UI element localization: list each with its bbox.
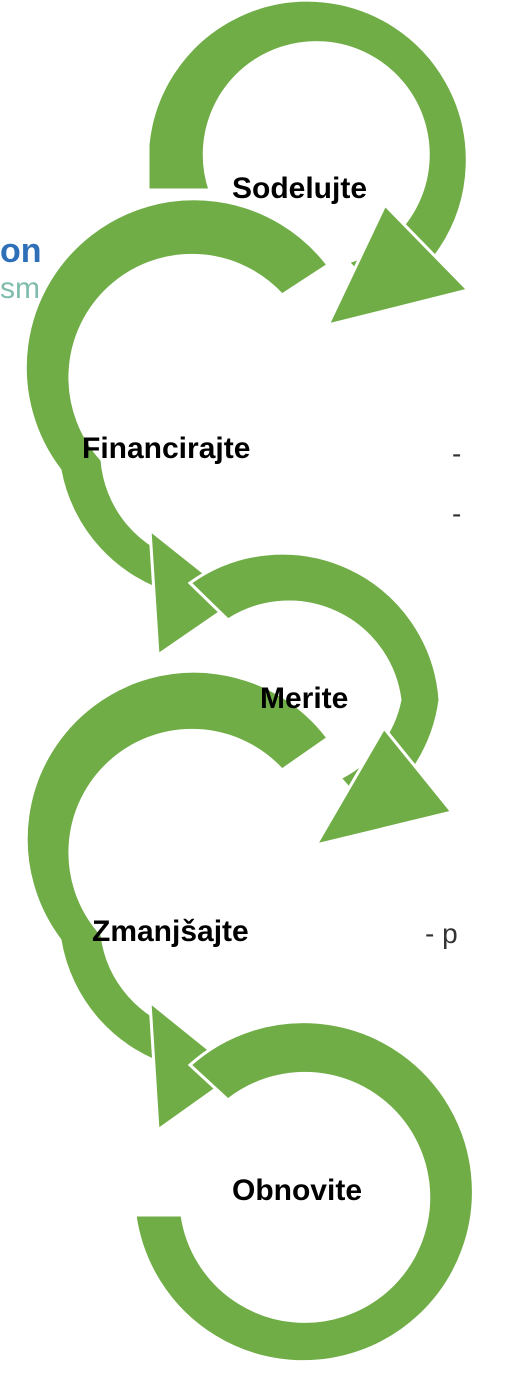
step-label-zmanjsajte: Zmanjšajte [92, 915, 249, 948]
step-label-obnovite: Obnovite [232, 1174, 363, 1207]
bullet-dash-3: - p [425, 918, 458, 949]
step-label-merite: Merite [260, 682, 349, 715]
bullet-dash-2: - [452, 498, 462, 529]
logo-fragment-title: on [0, 232, 42, 270]
cycle-arrow-1-head [325, 202, 471, 328]
logo-fragment-subtitle: sm [0, 272, 40, 305]
step-label-sodelujte: Sodelujte [232, 172, 368, 205]
cycle-arrow-4 [24, 669, 331, 1070]
cycle-arrow-5 [133, 1020, 475, 1364]
bullet-dash-1: - [452, 438, 462, 469]
step-label-financirajte: Financirajte [82, 432, 251, 465]
cycle-arrow-3-head [312, 725, 455, 848]
cycle-arrow-2 [23, 197, 331, 597]
cycle-arrow-2-head [148, 526, 241, 658]
